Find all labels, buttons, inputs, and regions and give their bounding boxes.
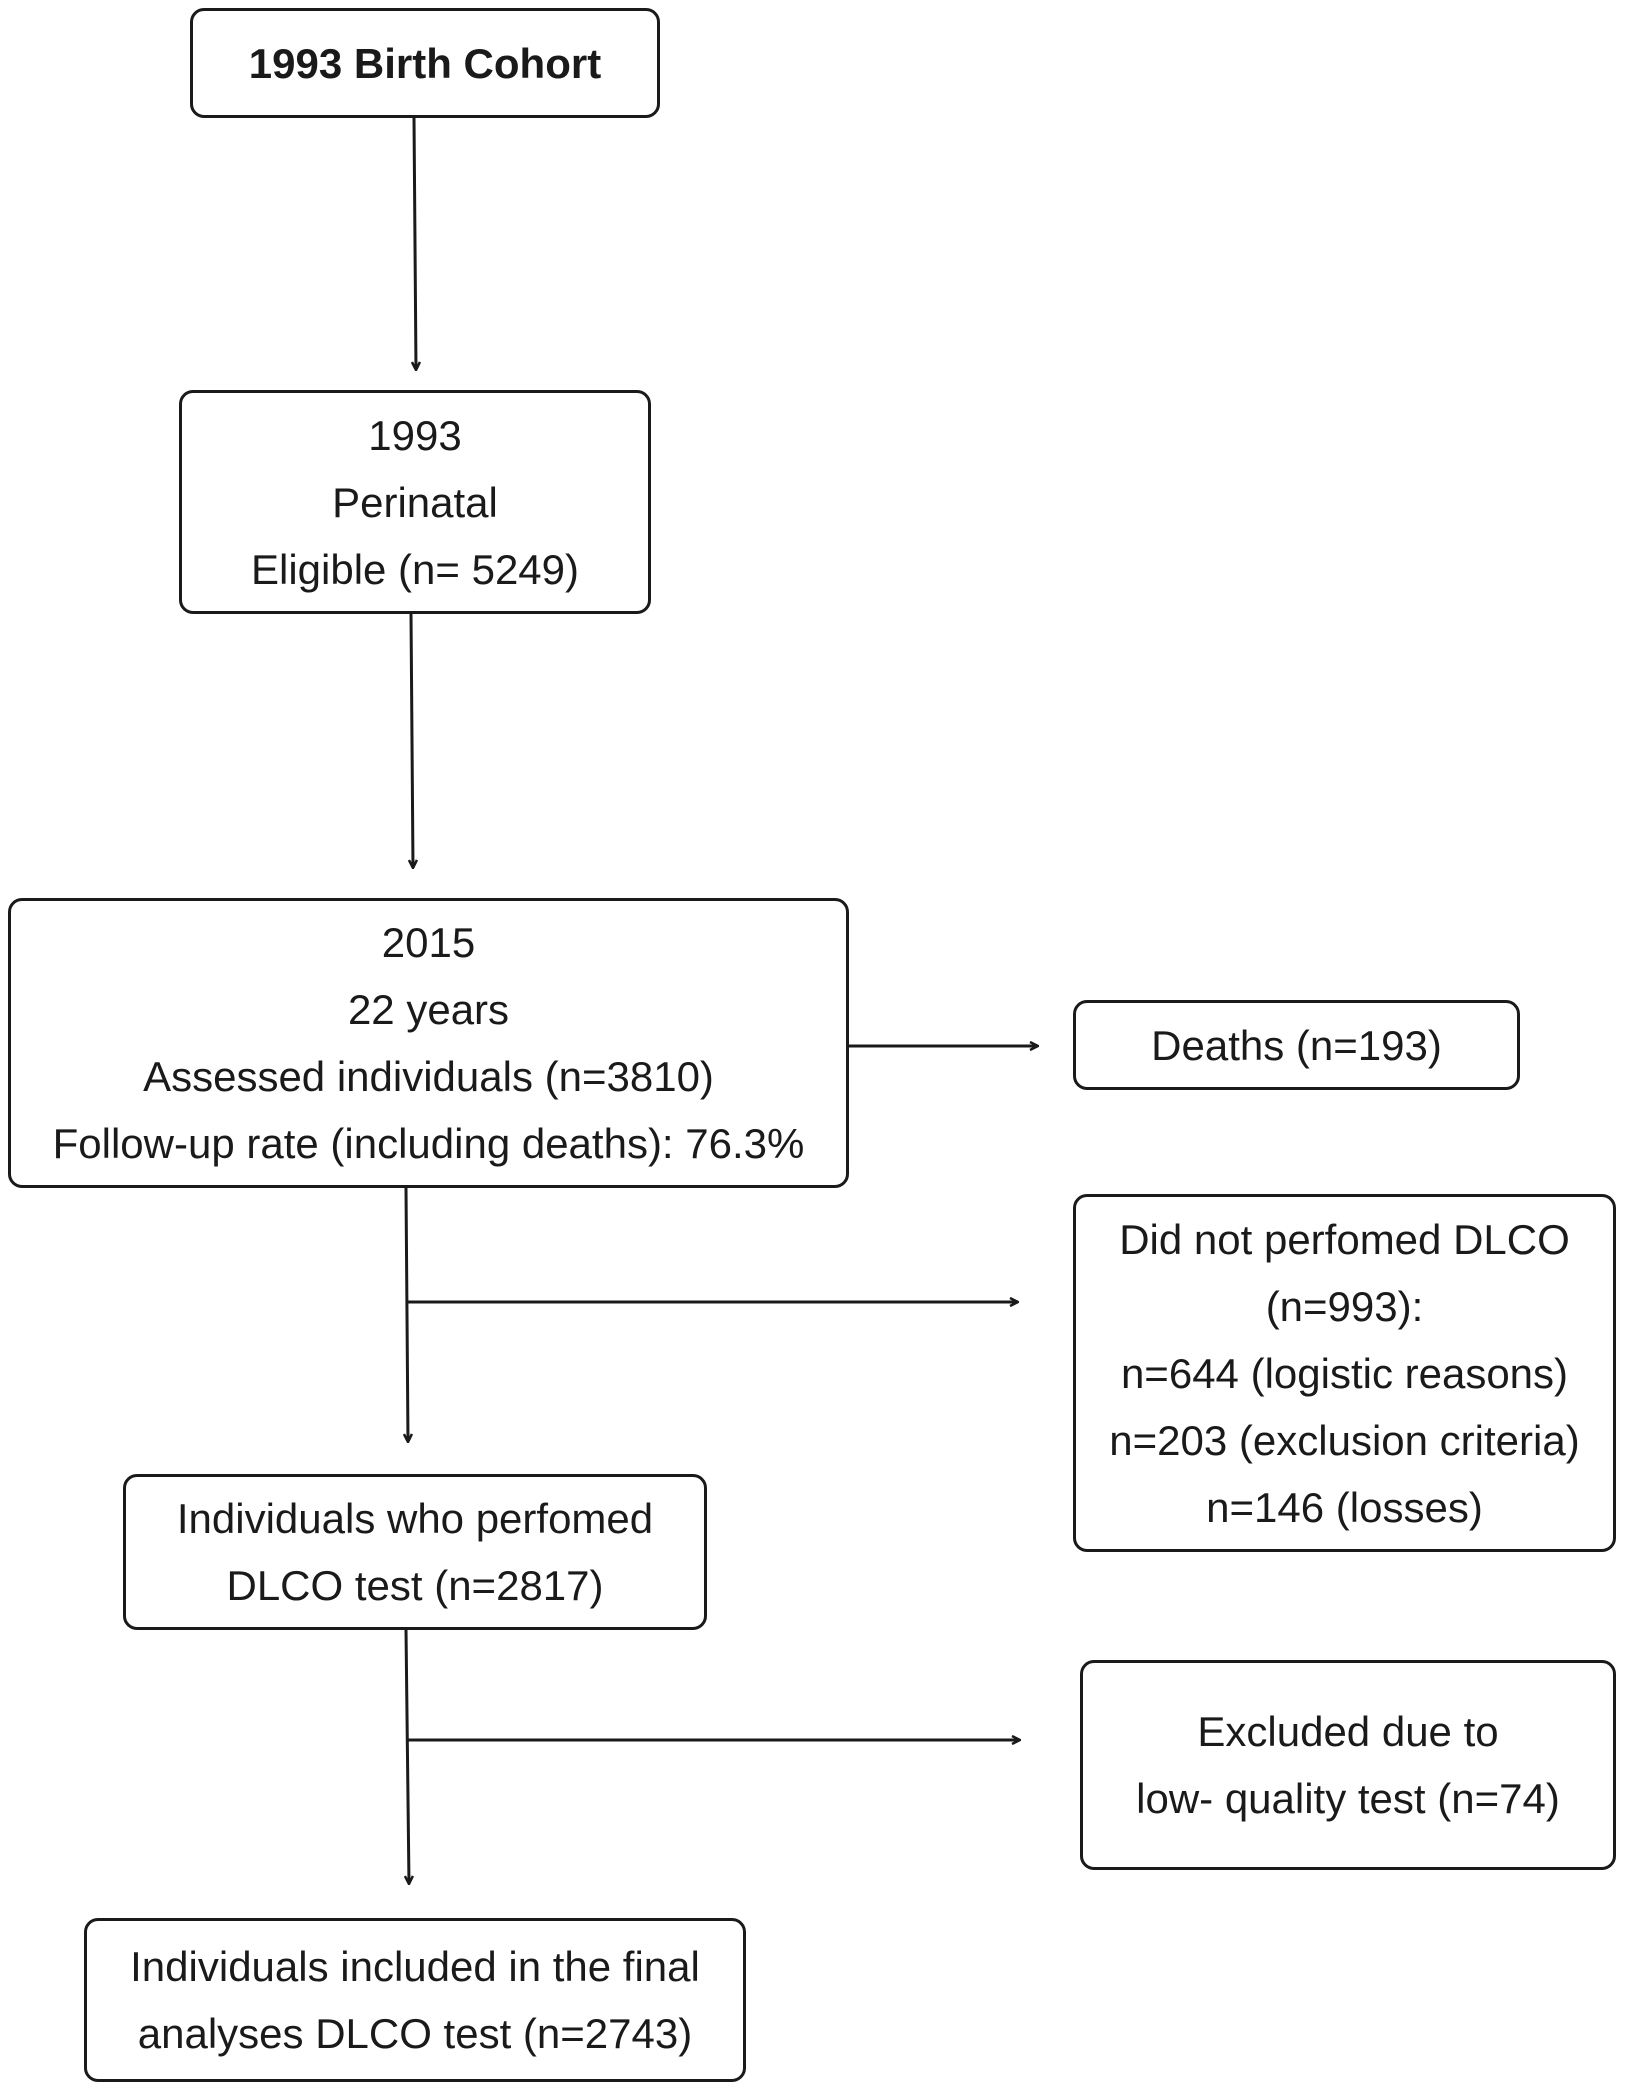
arrow-perinatal-to-2015 — [411, 613, 413, 868]
box-text-line: Individuals who perfomed — [176, 1495, 654, 1542]
box-deaths: Deaths (n=193) — [1073, 1000, 1520, 1090]
box-text-line: Follow-up rate (including deaths): 76.3% — [52, 1120, 805, 1167]
box-birth-cohort: 1993 Birth Cohort — [190, 8, 660, 118]
box-text-line: low- quality test (n=74) — [1136, 1775, 1560, 1822]
box-final-analyses: Individuals included in the final analyse… — [84, 1918, 746, 2082]
box-text-line: (n=993): — [1265, 1282, 1424, 1330]
box-text-line: Deaths (n=193) — [1151, 1021, 1442, 1069]
box-text-line: Assessed individuals (n=3810) — [143, 1053, 714, 1100]
box-text-line: Did not perfomed DLCO — [1119, 1215, 1570, 1263]
box-text-line: Individuals included in the final — [130, 1943, 700, 1990]
trunk-performed-to-final — [406, 1629, 409, 1884]
box-text-line: DLCO test (n=2817) — [226, 1562, 604, 1609]
box-text-line: 22 years — [347, 986, 510, 1033]
box-text-line: Perinatal — [332, 478, 498, 526]
box-text-line: n=146 (losses) — [1206, 1483, 1483, 1531]
box-excluded-low-quality: Excluded due to low- quality test (n=74) — [1080, 1660, 1616, 1870]
box-text-line: analyses DLCO test (n=2743) — [137, 2010, 693, 2057]
box-text-line: Eligible (n= 5249) — [250, 545, 580, 593]
box-text-line: n=203 (exclusion criteria) — [1109, 1416, 1580, 1464]
box-text-line: 1993 — [368, 411, 462, 459]
trunk-2015-to-performed — [406, 1187, 408, 1442]
box-text-line: 1993 Birth Cohort — [248, 39, 602, 87]
box-did-not-perform-dlco: Did not perfomed DLCO (n=993): n=644 (logi… — [1073, 1194, 1616, 1552]
box-text-line: Excluded due to — [1197, 1708, 1499, 1755]
arrow-cohort-to-perinatal — [414, 117, 416, 370]
box-text-line: n=644 (logistic reasons) — [1120, 1349, 1569, 1397]
box-text-line: 2015 — [381, 919, 476, 966]
